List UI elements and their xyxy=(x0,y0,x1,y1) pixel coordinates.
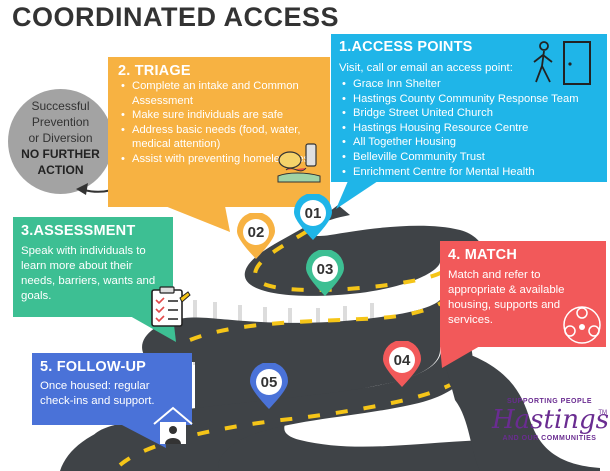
pin-02-label: 02 xyxy=(247,224,265,241)
pin-01-label: 01 xyxy=(304,205,322,222)
access-item: Enrichment Centre for Mental Health xyxy=(339,165,599,180)
triage-item: Make sure individuals are safe xyxy=(118,108,320,123)
pin-03-label: 03 xyxy=(316,261,334,278)
assessment-heading: 3.ASSESSMENT xyxy=(21,223,136,239)
access-heading: 1.ACCESS POINTS xyxy=(339,39,473,55)
outcome-line-5: ACTION xyxy=(37,163,84,177)
triage-pointer xyxy=(165,206,230,232)
logo-trademark: TM xyxy=(598,410,607,416)
pin-05-label: 05 xyxy=(260,374,278,391)
match-heading: 4. MATCH xyxy=(448,247,517,263)
access-item: Bridge Street United Church xyxy=(339,106,599,121)
access-list: Grace Inn Shelter Hastings County Commun… xyxy=(339,77,599,179)
road-center-line xyxy=(118,213,451,467)
match-text: Match and refer to appropriate & availab… xyxy=(448,269,565,326)
followup-box: 5. FOLLOW-UP Once housed: regular check-… xyxy=(32,353,192,425)
triage-heading: 2. TRIAGE xyxy=(118,63,191,79)
pin-01: 01 xyxy=(290,192,336,240)
triage-item: Complete an intake and Common Assessment xyxy=(118,79,320,108)
triage-box: 2. TRIAGE Complete an intake and Common … xyxy=(108,57,330,207)
access-intro: Visit, call or email an access point: xyxy=(339,62,513,74)
triage-item: Address basic needs (food, water, medica… xyxy=(118,123,320,152)
food-support-icon xyxy=(277,143,321,183)
logo-name: Hastings xyxy=(492,405,610,435)
checklist-icon xyxy=(151,286,191,327)
outcome-line-1: Successful xyxy=(31,99,90,113)
access-pointer xyxy=(336,181,378,209)
outcome-line-2: Prevention xyxy=(31,115,90,129)
pin-05: 05 xyxy=(246,361,292,409)
followup-text: Once housed: regular check-ins and suppo… xyxy=(40,380,155,407)
page-title: COORDINATED ACCESS xyxy=(12,2,340,32)
access-item: Hastings County Community Response Team xyxy=(339,92,599,107)
triage-item: Assist with preventing homelessness xyxy=(118,152,320,167)
road-right-curve xyxy=(440,345,600,471)
followup-pointer xyxy=(120,424,166,448)
match-box: 4. MATCH Match and refer to appropriate … xyxy=(440,241,606,347)
pin-04-label: 04 xyxy=(393,352,411,369)
logo-tagline-bottom: AND OUR COMMUNITIES xyxy=(502,435,597,442)
outcome-line-3: or Diversion xyxy=(28,131,93,145)
pin-04: 04 xyxy=(379,339,425,387)
followup-heading: 5. FOLLOW-UP xyxy=(40,359,147,375)
road-surface xyxy=(87,205,500,471)
access-points-box: 1.ACCESS POINTS Visit, call or email an … xyxy=(331,34,607,182)
pin-03: 03 xyxy=(302,248,348,296)
walking-door-icon xyxy=(533,41,591,85)
house-icon xyxy=(153,406,193,444)
access-item: Grace Inn Shelter xyxy=(339,77,599,92)
assessment-box: 3.ASSESSMENT Speak with individuals to l… xyxy=(13,217,173,317)
logo-tagline-top: SUPPORTING PEOPLE xyxy=(506,398,593,405)
network-people-icon xyxy=(563,306,601,344)
access-item: Belleville Community Trust xyxy=(339,150,599,165)
match-pointer xyxy=(440,346,480,368)
access-item: Hastings Housing Resource Centre xyxy=(339,121,599,136)
outcome-line-4: NO FURTHER xyxy=(21,147,100,161)
assessment-text: Speak with individuals to learn more abo… xyxy=(21,245,156,302)
pin-02: 02 xyxy=(233,211,279,259)
access-item: All Together Housing xyxy=(339,135,599,150)
hastings-logo: SUPPORTING PEOPLE Hastings TM AND OUR CO… xyxy=(492,398,610,468)
outcome-circle: Successful Prevention or Diversion NO FU… xyxy=(8,89,113,194)
triage-list: Complete an intake and Common Assessment… xyxy=(118,79,320,167)
